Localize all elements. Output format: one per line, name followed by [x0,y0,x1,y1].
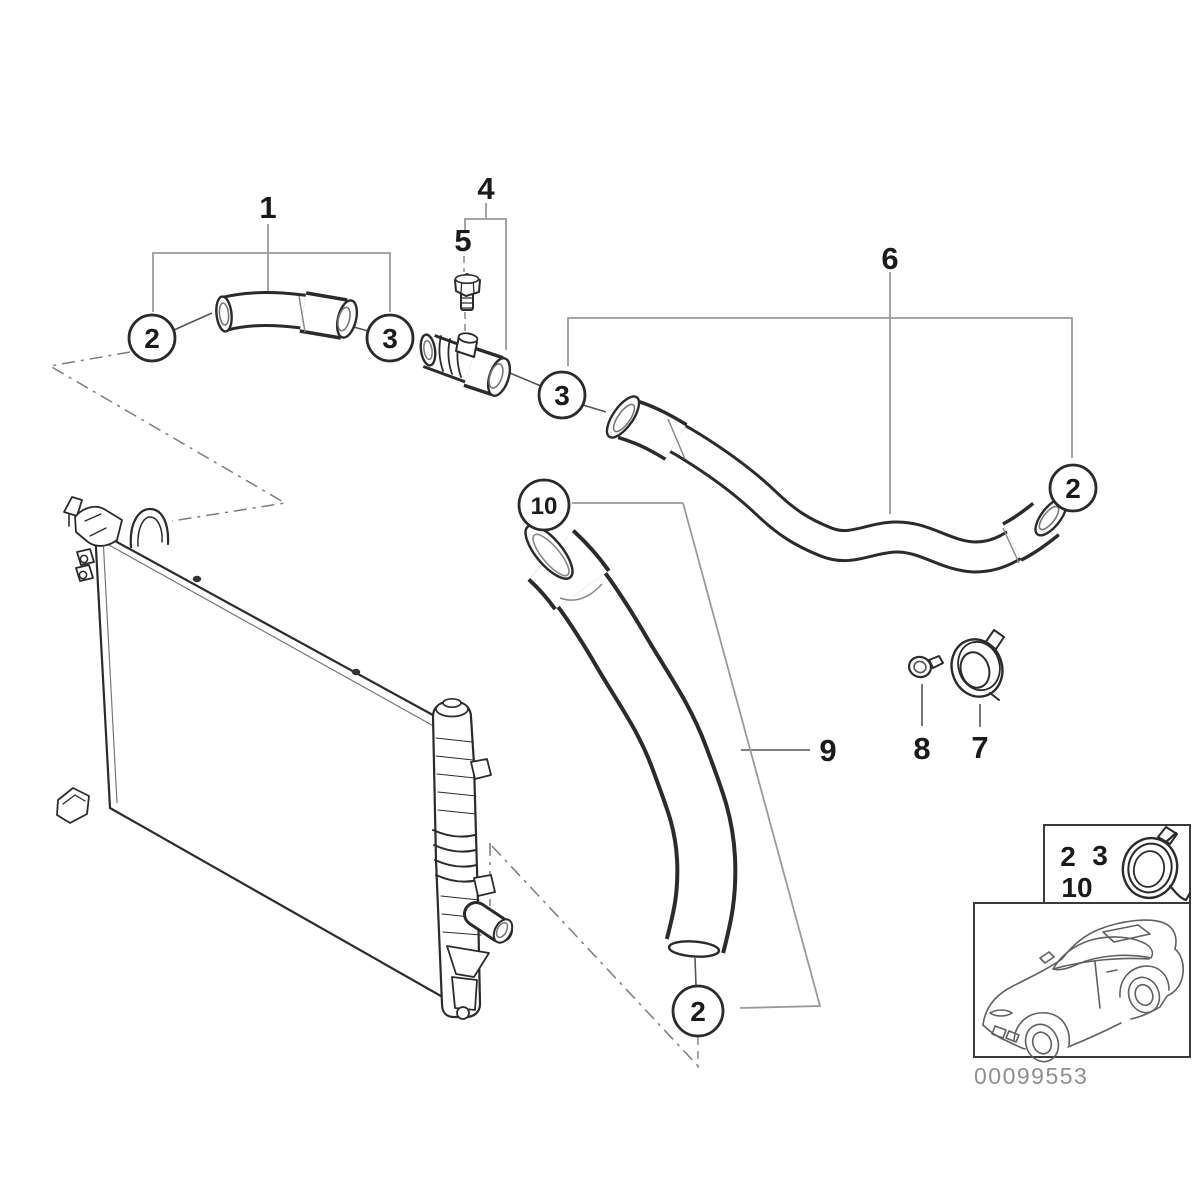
callout-number: 2 [144,323,160,354]
part-label-4: 4 [477,171,495,206]
clamp-part-7 [950,629,1005,701]
vehicle-reference-inset [973,902,1191,1063]
bolt-part-5 [454,273,481,311]
tank-side-tab [470,758,492,780]
callout-clamp-2-top: 2 [127,313,177,363]
radiator-screw-hole [351,668,361,676]
bolt-part-8 [907,655,944,679]
callout-number: 2 [1065,473,1081,504]
callout-clamp-2-bottom: 2 [671,984,725,1038]
callout-clamp-3-top: 3 [365,313,415,363]
part-label-7: 7 [971,730,988,765]
inset-ref-2: 2 [1060,841,1076,872]
part-label-1: 1 [259,190,276,225]
callout-clamp-10: 10 [517,478,571,532]
radiator-foot-bracket [56,787,90,824]
radiator-outlet-stub [463,901,514,944]
radiator-screw-hole [192,575,202,583]
diagram-document-number: 00099553 [974,1063,1088,1089]
inset-ref-10: 10 [1061,872,1092,903]
hose-clamp-icon [1121,826,1192,902]
callout-number: 10 [531,493,558,520]
part-label-5: 5 [454,223,471,258]
part-label-6: 6 [881,241,898,276]
radiator-core-frame [93,528,464,1010]
radiator-side-tank [431,697,514,1020]
callout-number: 3 [382,323,398,354]
inset-box [973,902,1191,1058]
inset-ref-3: 3 [1092,840,1108,871]
radiator-inlet-neck [129,507,170,549]
callout-clamp-2-right: 2 [1048,463,1098,513]
clamp-reference-inset: 2 3 10 [1043,824,1192,904]
hose-part-1 [215,291,359,340]
hose-part-9 [524,524,738,958]
tank-side-tab [473,874,496,897]
radiator-top-bracket [63,496,123,582]
part-label-8: 8 [913,731,930,766]
part-label-9: 9 [819,733,836,768]
car-icon [982,919,1184,1063]
tank-accordion-ribs [432,829,479,883]
t-fitting-part-4 [419,332,512,397]
callout-clamp-3-mid: 3 [537,370,587,420]
radiator-drain-plug [456,1006,470,1020]
callout-number: 3 [554,380,570,411]
radiator-filler-neck [442,697,462,708]
hose-part-6 [605,395,1068,574]
callout-number: 2 [690,996,706,1027]
radiator-drawing [56,496,514,1020]
